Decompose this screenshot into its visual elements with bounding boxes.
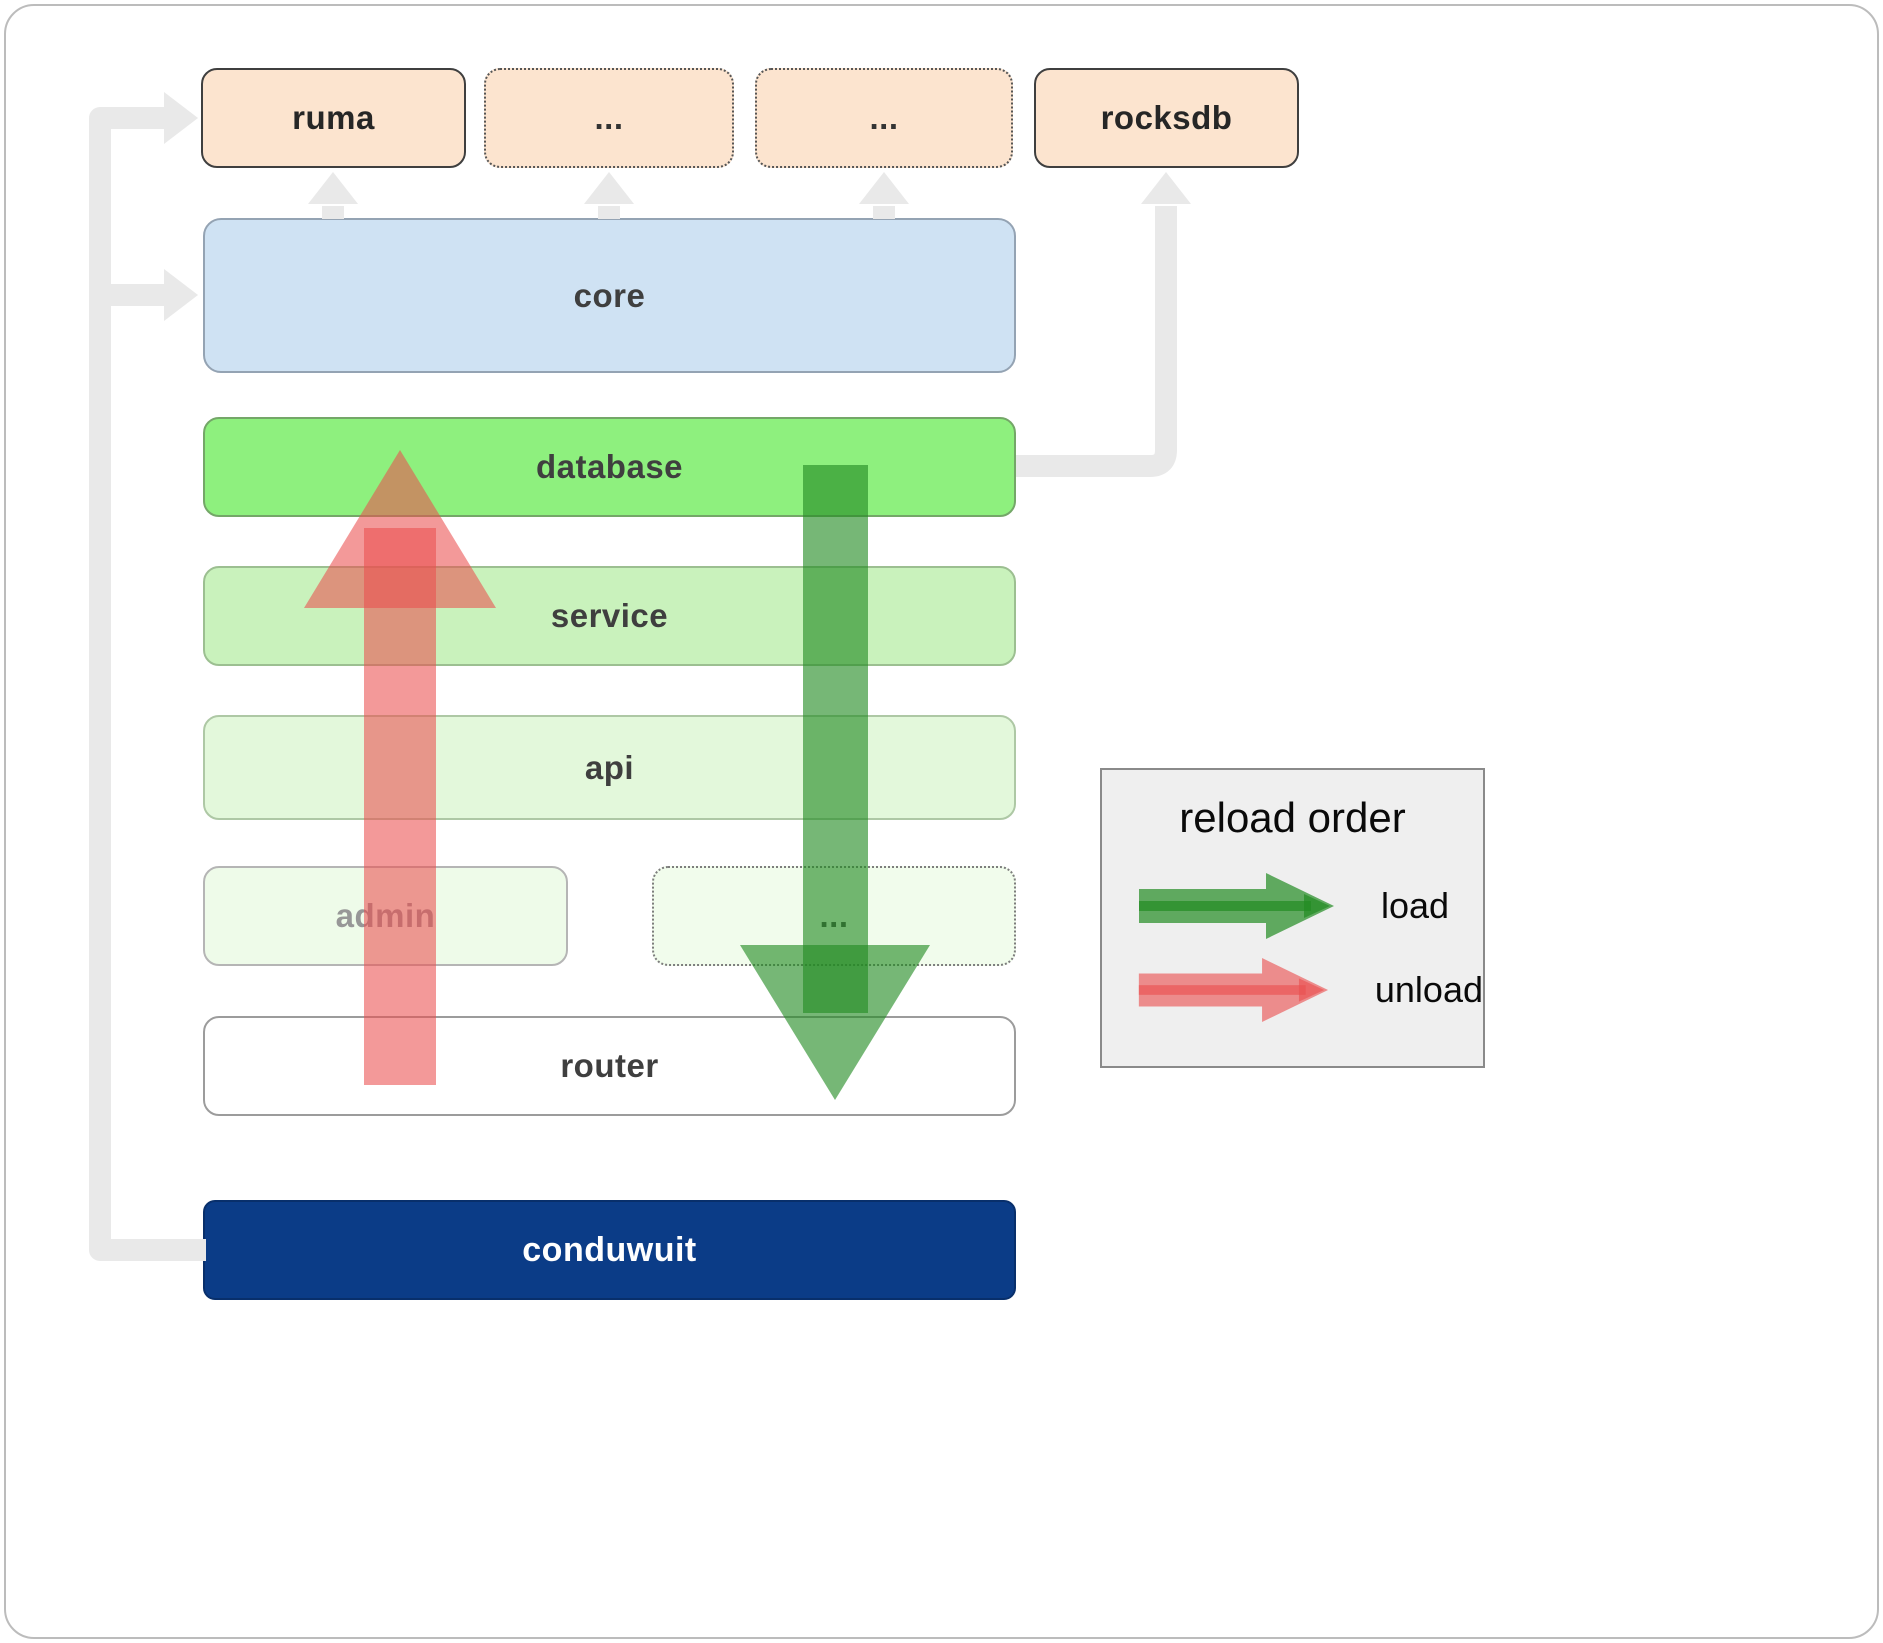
- unload-arrow-icon: [1138, 957, 1329, 1023]
- node-service-label: service: [550, 597, 669, 634]
- node-rocksdb-label: rocksdb: [1100, 99, 1233, 136]
- node-admin-label: admin: [335, 897, 436, 934]
- node-database-label: database: [535, 448, 684, 485]
- node-router: router: [203, 1016, 1016, 1116]
- node-admin: admin: [203, 866, 568, 966]
- node-ellipsis-top-2: ...: [755, 68, 1013, 168]
- node-ellipsis-mid: ...: [652, 866, 1016, 966]
- node-ellipsis-mid-label: ...: [819, 897, 849, 934]
- node-core: core: [203, 218, 1016, 373]
- node-ruma-label: ruma: [292, 99, 375, 136]
- node-rocksdb: rocksdb: [1034, 68, 1299, 168]
- legend-item-unload: unload: [1102, 954, 1483, 1026]
- reload-order-legend: reload order load unload: [1100, 768, 1485, 1068]
- legend-title: reload order: [1179, 794, 1406, 841]
- node-ellipsis-top-1: ...: [484, 68, 734, 168]
- node-api: api: [203, 715, 1016, 820]
- node-router-label: router: [560, 1047, 659, 1084]
- node-conduwuit: conduwuit: [203, 1200, 1016, 1300]
- node-ruma: ruma: [201, 68, 466, 168]
- legend-load-label: load: [1381, 885, 1450, 926]
- node-ellipsis-top-1-label: ...: [594, 99, 624, 136]
- node-api-label: api: [584, 748, 635, 786]
- node-service: service: [203, 566, 1016, 666]
- load-arrow-icon: [1139, 873, 1334, 939]
- legend-unload-label: unload: [1374, 969, 1483, 1010]
- node-core-label: core: [573, 276, 646, 314]
- node-conduwuit-label: conduwuit: [522, 1230, 697, 1269]
- node-database: database: [203, 417, 1016, 517]
- legend-item-load: load: [1102, 870, 1483, 942]
- node-ellipsis-top-2-label: ...: [869, 99, 899, 136]
